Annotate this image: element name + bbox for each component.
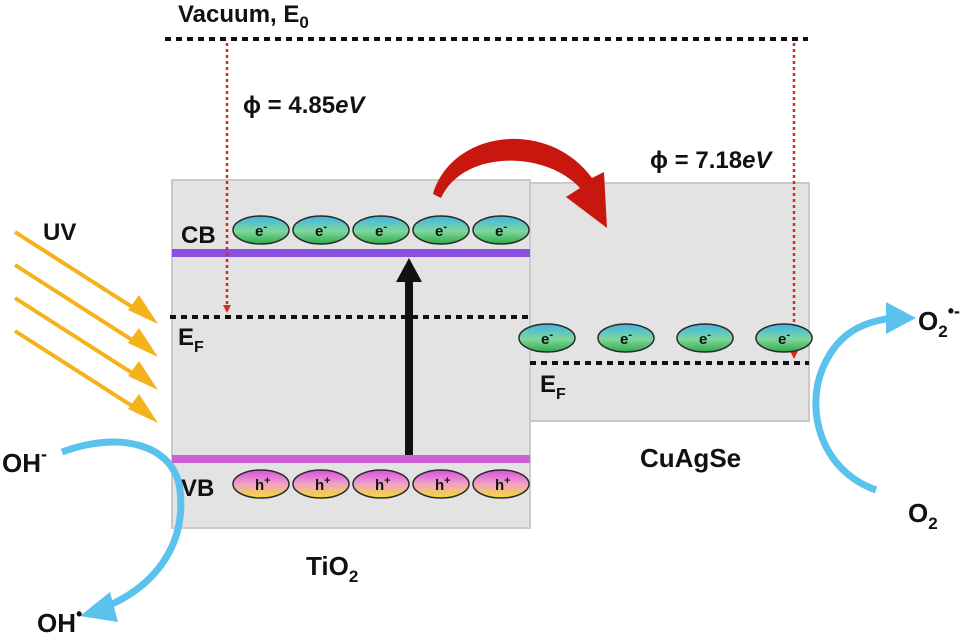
oxidation-arrow <box>60 438 185 612</box>
electron-label: e- <box>255 221 267 240</box>
reduction-arrowhead <box>886 302 916 334</box>
tio2-hole-group: h+ h+ h+ h+ h+ <box>232 469 530 499</box>
hole-label: h+ <box>495 475 511 494</box>
superoxide-label: O2•- <box>918 301 960 341</box>
uv-ray <box>13 230 142 314</box>
hole-label: h+ <box>255 475 271 494</box>
oxidation-arrowhead <box>80 592 118 622</box>
uv-ray-head <box>128 328 158 357</box>
electron-shape <box>232 215 290 245</box>
cb-label: CB <box>181 222 216 249</box>
hole: h+ <box>232 469 290 499</box>
vb-label: VB <box>181 475 214 502</box>
valence-band <box>172 455 530 463</box>
electron-label: e- <box>315 221 327 240</box>
tio2-name: TiO2 <box>306 551 358 586</box>
uv-ray-head <box>128 361 158 390</box>
hole: h+ <box>352 469 410 499</box>
electron-label: e- <box>375 221 387 240</box>
hole-shape <box>232 469 290 499</box>
hole-shape <box>292 469 350 499</box>
reduction-arrow <box>812 314 894 494</box>
vacuum-label: Vacuum, E0 <box>178 1 309 32</box>
hole-label: h+ <box>315 475 331 494</box>
electron-label: e- <box>435 221 447 240</box>
electron-label: e- <box>495 221 507 240</box>
tio2-fermi-label: EF <box>178 324 204 356</box>
tio2-electron-group: e-e-e-e-e- <box>232 215 530 245</box>
cuagse-name: CuAgSe <box>640 443 741 473</box>
hydroxide-label: OH- <box>2 444 47 478</box>
uv-ray <box>13 329 142 413</box>
electron: e- <box>412 215 470 245</box>
electron: e- <box>518 323 576 353</box>
uv-ray-head <box>128 295 158 324</box>
hole: h+ <box>292 469 350 499</box>
electron: e- <box>676 323 734 353</box>
hole-shape <box>472 469 530 499</box>
electron: e- <box>232 215 290 245</box>
electron-shape <box>412 215 470 245</box>
electron-shape <box>292 215 350 245</box>
electron: e- <box>597 323 655 353</box>
electron-label: e- <box>699 329 711 348</box>
hole-label: h+ <box>435 475 451 494</box>
electron-transfer-arrow <box>433 138 607 228</box>
uv-ray-head <box>128 394 158 423</box>
cuagse-fermi-label: EF <box>540 371 566 403</box>
hole-shape <box>352 469 410 499</box>
uv-ray <box>13 263 142 347</box>
electron-shape <box>472 215 530 245</box>
electron-shape <box>518 323 576 353</box>
electron: e- <box>472 215 530 245</box>
cuagse-work-function-label: ϕ = 7.18eV <box>650 147 773 174</box>
hydroxyl-radical-label: OH• <box>37 604 82 638</box>
electron-shape <box>597 323 655 353</box>
uv-arrows <box>13 230 158 423</box>
electron-shape <box>352 215 410 245</box>
oxygen-label: O2 <box>908 498 938 533</box>
hole: h+ <box>412 469 470 499</box>
uv-ray <box>13 296 142 380</box>
electron-label: e- <box>620 329 632 348</box>
uv-label: UV <box>43 219 76 246</box>
cuagse-panel <box>529 182 810 422</box>
electron: e- <box>352 215 410 245</box>
electron: e- <box>755 323 813 353</box>
tio2-work-function-label: ϕ = 4.85eV <box>243 92 366 119</box>
electron-label: e- <box>778 329 790 348</box>
hole: h+ <box>472 469 530 499</box>
electron-label: e- <box>541 329 553 348</box>
conduction-band <box>172 249 530 257</box>
hole-label: h+ <box>375 475 391 494</box>
hole-shape <box>412 469 470 499</box>
electron-shape <box>755 323 813 353</box>
tio2-panel <box>171 179 531 529</box>
excitation-arrowhead <box>396 258 422 282</box>
cuagse-electron-group: e-e-e-e- <box>518 323 813 353</box>
electron-shape <box>676 323 734 353</box>
electron: e- <box>292 215 350 245</box>
